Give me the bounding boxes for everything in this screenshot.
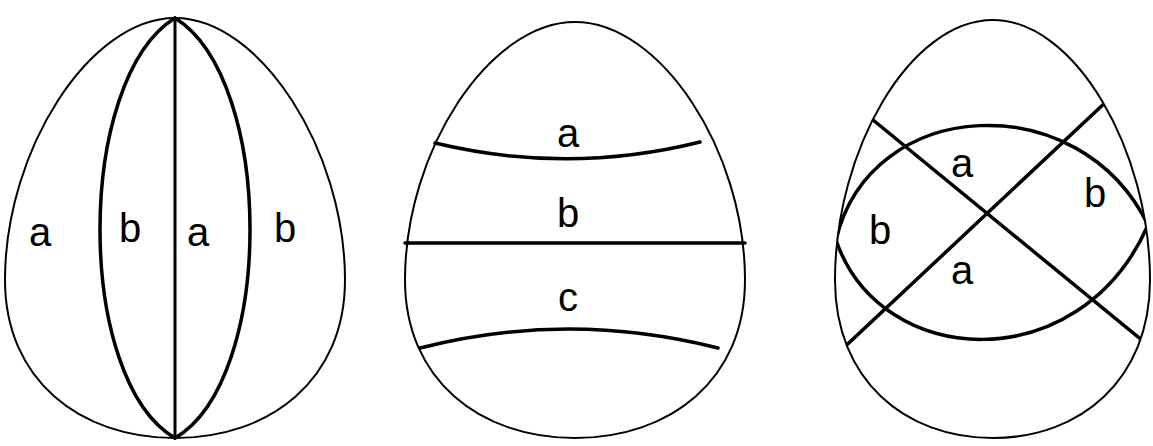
- meridian-line: [174, 18, 177, 438]
- cross-line: [845, 97, 1153, 355]
- region-letter: b: [119, 208, 141, 248]
- band-line: [405, 241, 745, 245]
- region-letter: a: [187, 212, 209, 252]
- meridian-curve: [100, 18, 175, 438]
- egg-outline: [405, 22, 745, 438]
- region-letter: b: [557, 193, 579, 233]
- region-letter: a: [557, 113, 579, 153]
- region-letter: a: [951, 143, 973, 183]
- egg-outline: [835, 20, 1150, 438]
- region-letter: b: [274, 208, 296, 248]
- region-letter: a: [951, 250, 973, 290]
- region-letter: b: [869, 210, 891, 250]
- band-line: [420, 329, 718, 348]
- meridian-curve: [175, 18, 250, 438]
- egg-outline: [5, 18, 345, 438]
- region-letter: c: [558, 277, 578, 317]
- region-letter: a: [29, 212, 51, 252]
- region-letter: b: [1084, 173, 1106, 213]
